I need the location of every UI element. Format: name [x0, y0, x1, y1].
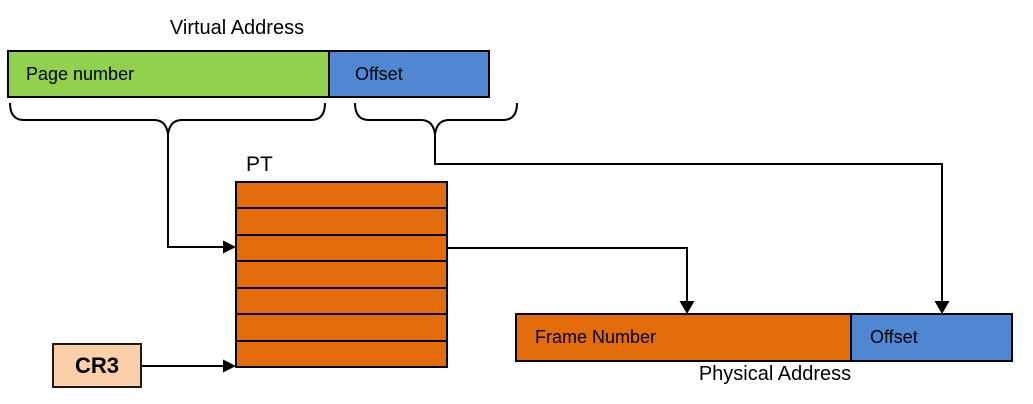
cr3-to-pt-arrow: [142, 359, 236, 373]
virtual-address-bar: Page number Offset: [7, 50, 490, 98]
pa-offset-segment: Offset: [850, 313, 1013, 362]
cr3-label: CR3: [74, 352, 119, 378]
page-table-row: [237, 288, 446, 316]
va-offset-brace: [354, 102, 518, 135]
pt-to-frame-number-arrow: [448, 247, 695, 314]
page-table-row: [237, 183, 446, 210]
cr3-register: CR3: [52, 343, 142, 388]
frame-number-label: Frame Number: [535, 327, 657, 347]
page-number-to-pt-arrow: [167, 132, 236, 254]
page-table-row: [237, 235, 446, 263]
va-offset-to-pa-offset-arrow: [434, 132, 950, 314]
page-table-row: [237, 315, 446, 342]
page-number-brace: [9, 102, 326, 135]
physical-address-title: Physical Address: [698, 363, 852, 385]
page-number-label: Page number: [26, 63, 135, 84]
page-table-label: PT: [246, 153, 273, 176]
virtual-address-title: Virtual Address: [169, 17, 305, 39]
page-table-row: [237, 262, 446, 289]
frame-number-segment: Frame Number: [515, 313, 852, 362]
page-table-row: [237, 209, 446, 236]
physical-address-bar: Frame Number Offset: [515, 313, 1013, 362]
va-offset-segment: Offset: [328, 50, 490, 98]
va-offset-label: Offset: [355, 63, 403, 84]
page-table-row: [237, 341, 446, 366]
page-table: [235, 181, 448, 368]
pa-offset-label: Offset: [870, 327, 918, 347]
page-number-segment: Page number: [7, 50, 330, 98]
